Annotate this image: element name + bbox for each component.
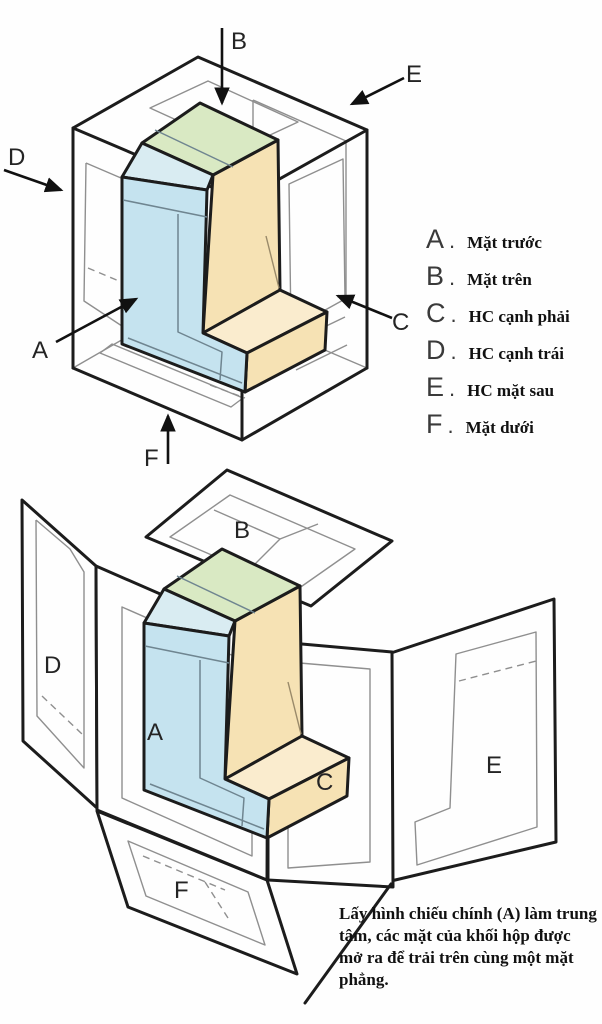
arrow-C (335, 294, 393, 320)
legend-separator: . (447, 413, 454, 438)
block2-front-face (142, 621, 271, 840)
top-label-F: F (144, 445, 159, 472)
legend-letter: A (426, 224, 445, 254)
legend-label: HC cạnh trái (468, 344, 565, 363)
bottom-label-B: B (234, 517, 250, 544)
top-face-seam2 (176, 575, 256, 614)
arrow-E (349, 76, 405, 106)
panel-E (386, 597, 558, 883)
block-front-face (120, 175, 249, 394)
caption-line: phẳng. (339, 970, 389, 989)
panel-B (144, 468, 394, 608)
legend-item-B: B. Mặt trên (426, 261, 570, 298)
top-face-seam (154, 129, 234, 168)
l-block (120, 101, 329, 394)
legend-separator: . (450, 302, 457, 327)
legend-letter: F (426, 409, 443, 439)
bottom-label-E: E (486, 752, 502, 779)
legend-item-D: D. HC cạnh trái (426, 335, 570, 372)
legend-separator: . (449, 376, 456, 401)
caption: Lấy hình chiếu chính (A) làm trung tâm, … (339, 903, 601, 991)
legend-separator: . (449, 265, 456, 290)
legend-item-C: C. HC cạnh phải (426, 298, 570, 335)
legend-item-A: A. Mặt trước (426, 224, 570, 261)
arrow-A (55, 297, 139, 344)
legend-item-E: E. HC mặt sau (426, 372, 570, 409)
legend-item-F: F. Mặt dưới (426, 409, 570, 446)
bottom-label-D: D (44, 652, 61, 679)
front-face-seams (122, 199, 243, 384)
top-label-D: D (8, 144, 25, 171)
legend-label: Mặt trên (467, 270, 532, 289)
panel-letters: B D A C E F (44, 517, 502, 904)
view-arrows: B E D A C F (3, 28, 422, 472)
top-label-C: C (392, 309, 409, 336)
legend-label: Mặt trước (467, 233, 542, 252)
l-block-unfolded (142, 547, 351, 840)
legend-letter: E (426, 372, 445, 402)
top-figure: B E D A C F (3, 28, 422, 472)
top-label-E: E (406, 61, 422, 88)
legend-separator: . (449, 228, 456, 253)
legend-label: HC mặt sau (467, 381, 555, 400)
bottom-label-A: A (147, 719, 163, 746)
legend-label: HC cạnh phải (468, 307, 570, 326)
caption-line: Lấy hình chiếu chính (A) làm trung (339, 904, 597, 923)
legend-separator: . (450, 339, 457, 364)
arrow-D (3, 168, 64, 193)
legend-letter: D (426, 335, 446, 365)
caption-line: tâm, các mặt của khối hộp được (339, 926, 571, 945)
bottom-label-F: F (174, 877, 189, 904)
panel-fold-tail (303, 882, 393, 1005)
top-label-B: B (231, 28, 247, 55)
caption-line: mở ra để trải trên cùng một mặt (339, 948, 574, 967)
legend-label: Mặt dưới (465, 418, 534, 437)
front-face-seams2 (144, 645, 265, 830)
bottom-figure: B D A C E F (20, 468, 558, 1005)
legend: A. Mặt trước B. Mặt trên C. HC cạnh phải… (426, 224, 570, 446)
legend-letter: B (426, 261, 445, 291)
legend-letter: C (426, 298, 446, 328)
bottom-label-C: C (316, 769, 333, 796)
top-label-A: A (32, 337, 48, 364)
